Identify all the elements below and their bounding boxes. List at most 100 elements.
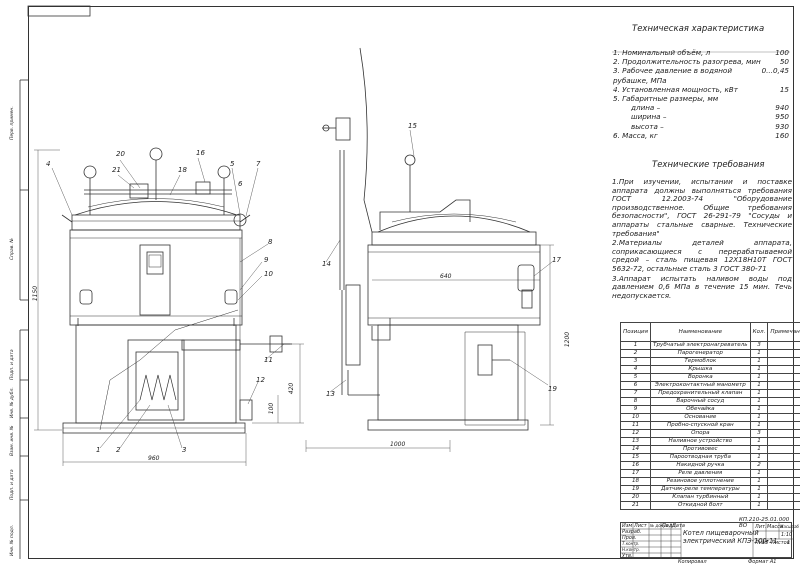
requirement-1: 1.При изучении, испытании и поставке апп… <box>612 177 792 238</box>
col-note: Примечание <box>767 322 800 342</box>
dim-100: 100 <box>268 402 276 415</box>
tb-col-sheet: Лист <box>755 540 768 546</box>
callout-20: 20 <box>116 150 125 158</box>
sheet-number: 15 <box>762 540 769 546</box>
title-block-grid <box>621 523 793 559</box>
tb-col-mass: Масса <box>767 524 783 530</box>
tb-date: Дата <box>672 523 685 529</box>
callout-9: 9 <box>264 256 269 264</box>
dim-width-side: 1000 <box>390 441 406 448</box>
callout-3: 3 <box>182 446 187 454</box>
callout-12: 12 <box>256 376 265 384</box>
requirements-heading: Технические требования <box>652 160 765 170</box>
callout-19: 19 <box>548 385 557 393</box>
callout-11: 11 <box>264 356 273 364</box>
format-label: Формат А1 <box>748 559 777 565</box>
tb-col-scale: Масштаб <box>780 524 800 529</box>
callout-15: 15 <box>408 122 417 130</box>
callout-4: 4 <box>46 160 51 168</box>
dim-height-side: 1200 <box>564 331 572 348</box>
tb-col-lit: Лит. <box>755 524 767 530</box>
dim-width-front: 960 <box>148 455 160 462</box>
tb-developer: Разраб. <box>622 529 642 535</box>
callout-10: 10 <box>264 270 273 278</box>
tb-doc: № докум. <box>650 523 670 528</box>
spec-item: 3. Рабочее давление в водяной рубашке, М… <box>613 66 789 85</box>
tb-list: Лист <box>634 523 647 529</box>
callout-1: 1 <box>96 446 101 454</box>
document-code: КП.210-25.01.000 ВО <box>739 517 790 529</box>
dim-640: 640 <box>440 273 452 280</box>
scale-value: 1:10 <box>781 532 793 538</box>
callout-7: 7 <box>256 160 261 168</box>
tb-checker: Пров. <box>622 535 637 541</box>
spec-item: высота –930 <box>631 121 789 131</box>
copied-label: Копировал <box>678 559 707 565</box>
callout-17: 17 <box>552 256 561 264</box>
tb-col-sheets: Листов <box>771 540 790 546</box>
callout-18: 18 <box>178 166 187 174</box>
callout-6: 6 <box>238 180 243 188</box>
dim-height-front: 1150 <box>32 285 40 302</box>
col-name: Наименование <box>650 322 751 342</box>
callout-8: 8 <box>268 238 273 246</box>
parts-list-header: Позиция Наименование Кол. Примечание <box>619 322 800 342</box>
tb-sign: Подп. <box>662 523 678 529</box>
callout-14: 14 <box>322 260 331 268</box>
tb-izm: Изм <box>622 523 633 529</box>
spec-item: 5. Габаритные размеры, мм <box>613 94 719 104</box>
callout-21: 21 <box>112 166 121 174</box>
spec-item: длина –940 <box>631 103 789 113</box>
front-view <box>34 147 304 466</box>
title-block: Изм Лист № докум. Подп. Дата Разраб. Про… <box>620 517 799 559</box>
side-view <box>305 47 554 452</box>
drawing-frame <box>28 6 794 559</box>
tb-ncontrol: Н.контр. <box>622 547 640 552</box>
spec-heading: Техническая характеристика <box>632 24 765 34</box>
callout-2: 2 <box>116 446 121 454</box>
requirement-3: 3.Аппарат испытать наливом воды под давл… <box>612 273 792 300</box>
col-qty: Кол. <box>749 322 769 342</box>
parts-list-table: Позиция Наименование Кол. Примечание 1Тр… <box>619 322 800 510</box>
tb-approved: Утв. <box>622 553 633 559</box>
requirements-text: 1.При изучении, испытании и поставке апп… <box>612 177 792 301</box>
drawing-title: Котел пищеварочный электрический КПЭ-100… <box>683 529 778 545</box>
tb-tcontrol: Т.контр. <box>622 541 640 546</box>
callout-5: 5 <box>230 160 235 168</box>
requirement-2: 2.Материалы деталей аппарата, соприкасаю… <box>612 238 792 273</box>
callout-16: 16 <box>196 149 205 157</box>
col-position: Позиция <box>619 322 652 342</box>
sheets-count: 1 <box>787 540 791 546</box>
dim-420: 420 <box>288 382 296 395</box>
spec-item: ширина –950 <box>631 112 789 122</box>
callout-13: 13 <box>326 390 335 398</box>
